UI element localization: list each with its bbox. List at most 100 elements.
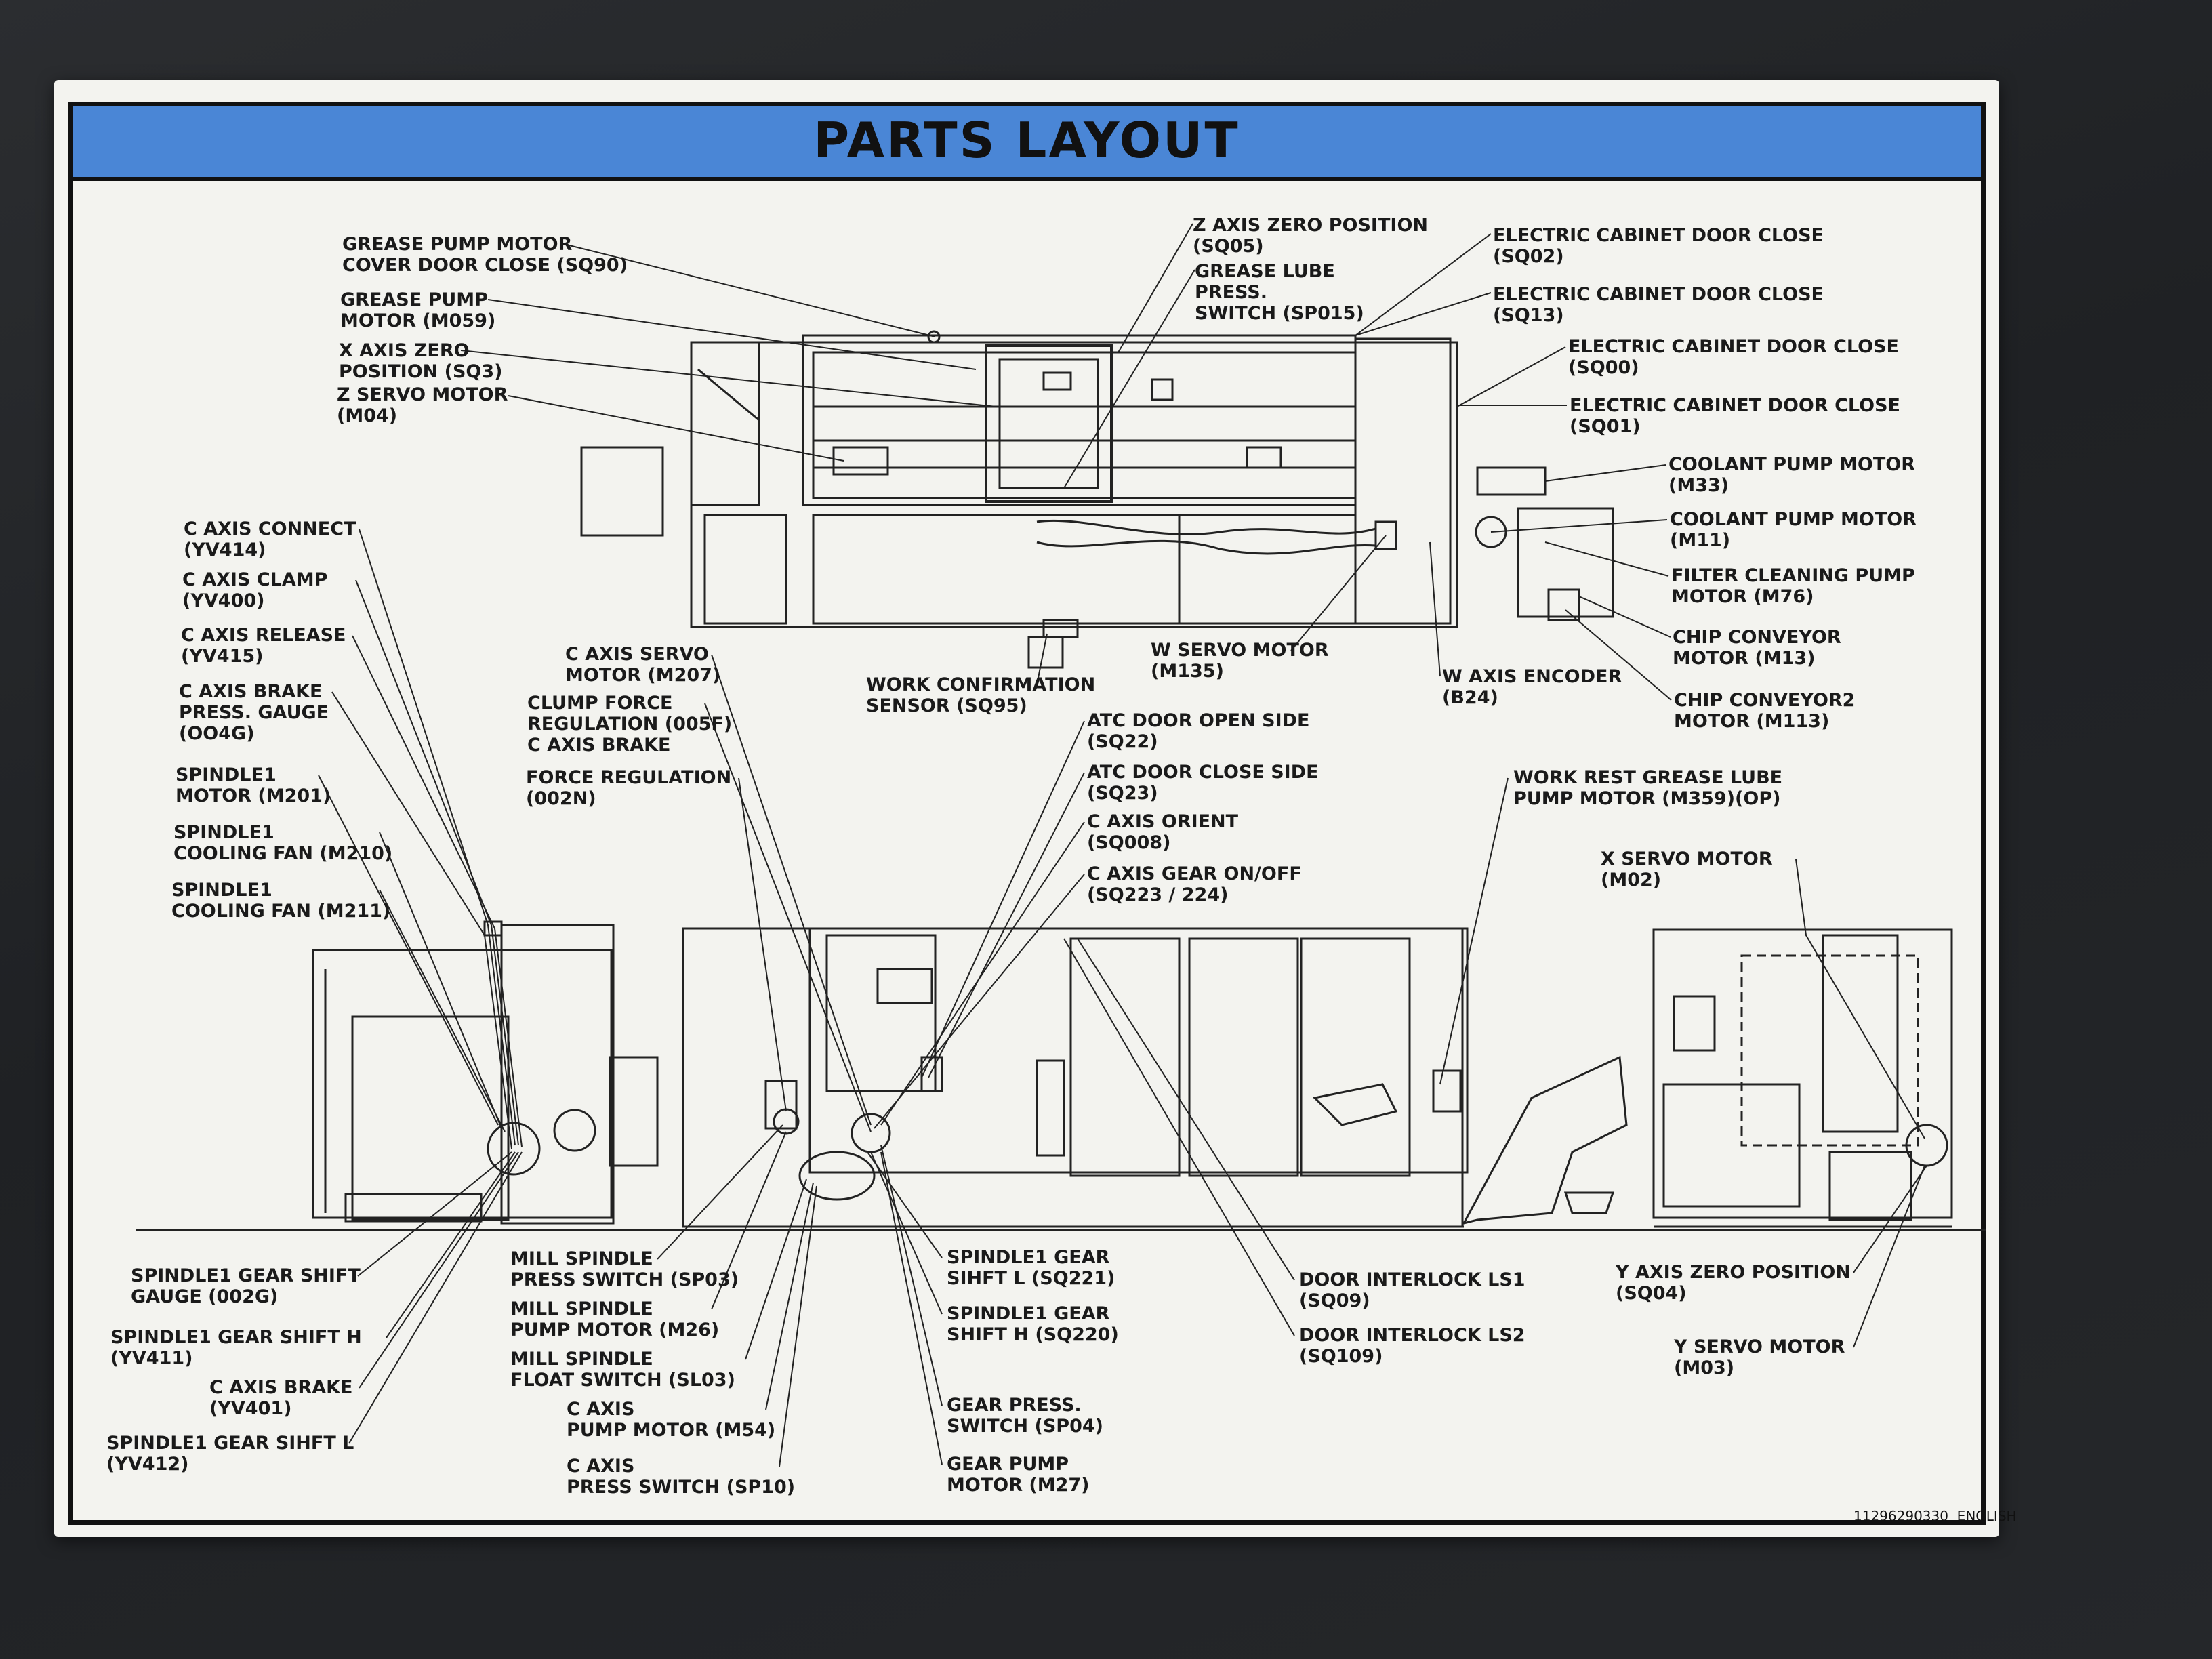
leader-line xyxy=(359,529,516,1146)
label-door-interlock-ls2: DOOR INTERLOCK LS2(SQ109) xyxy=(1299,1325,1525,1367)
leader-line xyxy=(352,635,523,1147)
leader-line xyxy=(1490,519,1668,533)
label-c-axis-connect: C AXIS CONNECT(YV414) xyxy=(184,518,356,560)
part-number-footer: 11296290330 ENGLISH xyxy=(1853,1508,2017,1524)
leader-line xyxy=(1355,233,1492,336)
label-electric-cabinet-door-close-sq01: ELECTRIC CABINET DOOR CLOSE(SQ01) xyxy=(1570,395,1900,437)
leader-line xyxy=(874,874,1085,1129)
leader-line xyxy=(867,1151,943,1258)
leader-line xyxy=(386,1151,516,1338)
leader-line xyxy=(1063,938,1295,1336)
label-c-axis-brake-yv401: C AXIS BRAKE(YV401) xyxy=(209,1377,353,1419)
right-side-view-machine xyxy=(1652,928,1953,1228)
leader-line xyxy=(745,1179,807,1360)
label-c-axis-orient: C AXIS ORIENT(SQ008) xyxy=(1087,811,1239,853)
top-view-machine xyxy=(580,330,1614,669)
leader-line xyxy=(704,703,872,1132)
leader-line xyxy=(1456,346,1566,407)
leader-line xyxy=(870,1151,943,1315)
leader-line xyxy=(1544,541,1669,577)
leader-line xyxy=(928,772,1085,1078)
label-spindle1-gear-shift-h: SPINDLE1 GEAR SHIFT H(YV411) xyxy=(110,1327,362,1369)
leader-line xyxy=(1429,541,1441,677)
label-y-axis-zero-position: Y AXIS ZERO POSITION(SQ04) xyxy=(1616,1262,1851,1304)
leader-line xyxy=(880,1151,943,1465)
leader-line xyxy=(1853,1165,1925,1348)
leader-line xyxy=(318,775,499,1126)
label-w-servo-motor: W SERVO MOTOR(M135) xyxy=(1151,640,1329,682)
leader-line xyxy=(1439,777,1509,1085)
label-c-axis-release: C AXIS RELEASE(YV415) xyxy=(181,625,346,667)
label-x-servo-motor: X SERVO MOTOR(M02) xyxy=(1601,848,1773,890)
leader-line xyxy=(1544,464,1666,482)
label-atc-door-open-side: ATC DOOR OPEN SIDE(SQ22) xyxy=(1087,710,1310,752)
leader-line xyxy=(779,1185,817,1467)
left-side-view-machine xyxy=(312,920,659,1231)
leader-line xyxy=(1077,938,1295,1281)
label-y-servo-motor: Y SERVO MOTOR(M03) xyxy=(1674,1336,1845,1378)
parts-layout-placard xyxy=(54,80,1999,1537)
label-c-axis-gear-on-off: C AXIS GEAR ON/OFF(SQ223 / 224) xyxy=(1087,863,1302,905)
label-force-regulation: FORCE REGULATION(002N) xyxy=(526,767,732,809)
title-bar: PARTS LAYOUT xyxy=(73,106,1981,181)
leader-line xyxy=(1118,223,1193,353)
leader-line xyxy=(1355,292,1492,336)
leader-line xyxy=(357,1151,512,1277)
label-z-axis-zero-position: Z AXIS ZERO POSITION(SQ05) xyxy=(1193,215,1428,257)
label-electric-cabinet-door-close-sq00: ELECTRIC CABINET DOOR CLOSE(SQ00) xyxy=(1568,336,1899,378)
leader-line xyxy=(569,245,936,337)
leader-line xyxy=(921,720,1085,1078)
leader-line xyxy=(1565,609,1672,701)
leader-line xyxy=(379,889,506,1132)
leader-line xyxy=(1578,596,1671,638)
leader-line xyxy=(1036,633,1048,685)
label-electric-cabinet-door-close-sq13: ELECTRIC CABINET DOOR CLOSE(SQ13) xyxy=(1493,284,1824,326)
label-door-interlock-ls1: DOOR INTERLOCK LS1(SQ09) xyxy=(1299,1269,1525,1311)
leader-line xyxy=(711,654,872,1126)
leader-line xyxy=(379,832,502,1129)
leader-line xyxy=(1795,859,1925,1139)
leader-line xyxy=(765,1182,814,1410)
leader-line xyxy=(657,1124,783,1260)
label-gear-press-switch: GEAR PRESS.SWITCH (SP04) xyxy=(947,1395,1103,1437)
leader-line xyxy=(508,395,844,462)
placard-border xyxy=(68,102,1986,1525)
label-w-axis-encoder: W AXIS ENCODER(B24) xyxy=(1442,666,1622,708)
leader-line xyxy=(1853,1165,1927,1273)
leader-line xyxy=(359,1151,519,1389)
leader-line xyxy=(711,1131,787,1310)
leader-line xyxy=(1063,269,1195,489)
leader-line xyxy=(348,1151,523,1444)
label-coolant-pump-motor-m33: COOLANT PUMP MOTOR(M33) xyxy=(1668,454,1915,496)
label-z-servo-motor: Z SERVO MOTOR(M04) xyxy=(337,384,508,426)
label-electric-cabinet-door-close-sq02: ELECTRIC CABINET DOOR CLOSE(SQ02) xyxy=(1493,225,1824,267)
front-view-machine xyxy=(682,927,1628,1228)
leader-line xyxy=(460,350,997,407)
label-coolant-pump-motor-m11: COOLANT PUMP MOTOR(M11) xyxy=(1670,509,1917,551)
leader-line xyxy=(880,1145,943,1406)
leader-line xyxy=(738,777,787,1112)
leader-line xyxy=(355,579,519,1146)
